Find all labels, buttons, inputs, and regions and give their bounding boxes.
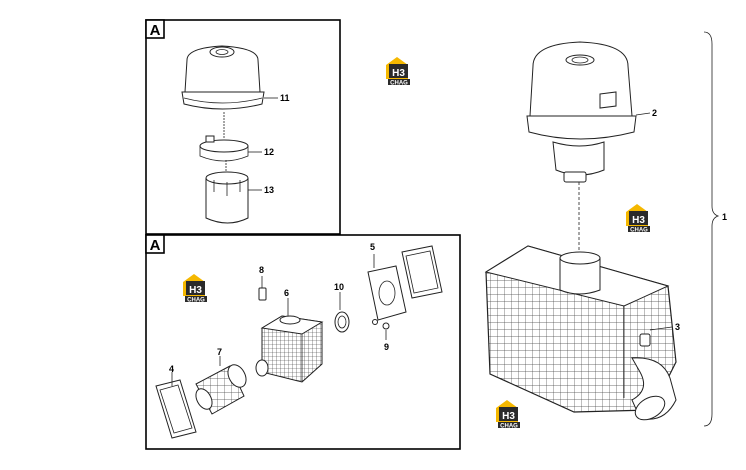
svg-text:H3: H3 — [502, 411, 515, 422]
watermark-logo-2: H3 CHAG — [183, 274, 207, 304]
detail-box-top-letter: A — [150, 22, 161, 39]
part-3-housing — [484, 245, 677, 421]
svg-text:H3: H3 — [632, 215, 645, 226]
detail-box-bottom-letter: A — [150, 237, 161, 254]
part-7-filter — [195, 356, 247, 415]
callout-7: 7 — [217, 347, 222, 357]
callout-10: 10 — [334, 282, 344, 292]
callout-11: 11 — [280, 93, 290, 103]
callout-3: 3 — [675, 322, 680, 332]
part-8-fitting — [258, 276, 267, 301]
callout-1: 1 — [722, 212, 727, 222]
main-assembly — [484, 31, 720, 427]
svg-text:CHAG: CHAG — [630, 228, 648, 234]
part-9-plug — [372, 319, 390, 340]
watermark-logo-3: H3 CHAG — [626, 204, 650, 234]
watermark-logo-1: H3 CHAG — [386, 57, 410, 87]
callout-labels: 1 2 3 4 5 6 7 8 9 10 11 12 13 — [169, 93, 727, 374]
part-13-sleeve — [205, 171, 262, 224]
part-5-flange — [367, 245, 443, 321]
part-12-clamp — [199, 135, 262, 162]
part-6-housing — [255, 298, 324, 383]
callout-13: 13 — [264, 185, 274, 195]
callout-2: 2 — [652, 108, 657, 118]
svg-text:CHAG: CHAG — [390, 81, 408, 87]
callout-12: 12 — [264, 147, 274, 157]
detail-box-bottom: A — [145, 234, 461, 450]
part-4-cover — [155, 372, 197, 439]
detail-box-top: A — [145, 19, 341, 235]
assembly-bracket — [703, 31, 720, 427]
callout-5: 5 — [370, 242, 375, 252]
callout-4: 4 — [169, 364, 174, 374]
callout-6: 6 — [284, 288, 289, 298]
svg-text:H3: H3 — [392, 68, 405, 79]
svg-text:CHAG: CHAG — [187, 298, 205, 304]
svg-text:H3: H3 — [189, 285, 202, 296]
callout-9: 9 — [384, 342, 389, 352]
part-2-precleaner — [526, 41, 651, 183]
part-10-ring — [334, 292, 350, 333]
watermark-logo-4: H3 CHAG — [496, 400, 520, 430]
part-11-cap — [181, 45, 278, 110]
svg-text:CHAG: CHAG — [500, 424, 518, 430]
callout-8: 8 — [259, 265, 264, 275]
